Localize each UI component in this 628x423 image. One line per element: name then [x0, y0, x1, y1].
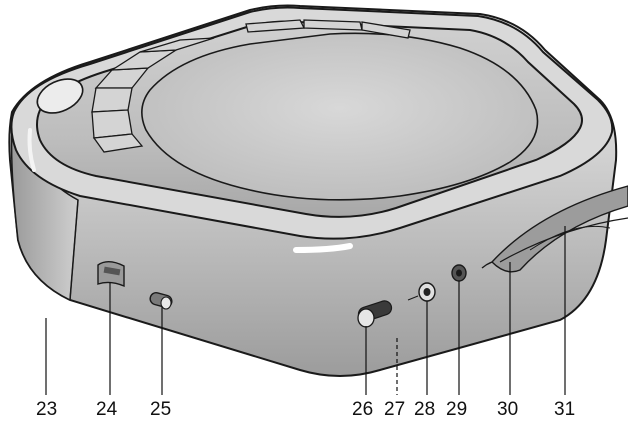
- front-switch-icon: [357, 300, 393, 328]
- callout-27: 27: [384, 399, 406, 420]
- callout-31: 31: [554, 399, 576, 420]
- callout-28: 28: [414, 399, 436, 420]
- card-slot-icon: [97, 261, 125, 288]
- audio-jack-icon: [418, 282, 436, 302]
- callout-25: 25: [150, 399, 172, 420]
- stop-eject-button-icon: [36, 78, 84, 114]
- wrist-strap-icon: [491, 185, 628, 273]
- callout-23: 23: [36, 399, 58, 420]
- callout-26: 26: [352, 399, 374, 420]
- side-switch-icon: [149, 292, 173, 310]
- display-segments: [91, 19, 411, 153]
- leader-lines: [45, 226, 566, 395]
- dc-jack-icon: [451, 264, 467, 282]
- disc-window: [141, 32, 539, 201]
- callout-24: 24: [96, 399, 118, 420]
- callout-29: 29: [446, 399, 468, 420]
- callout-30: 30: [497, 399, 519, 420]
